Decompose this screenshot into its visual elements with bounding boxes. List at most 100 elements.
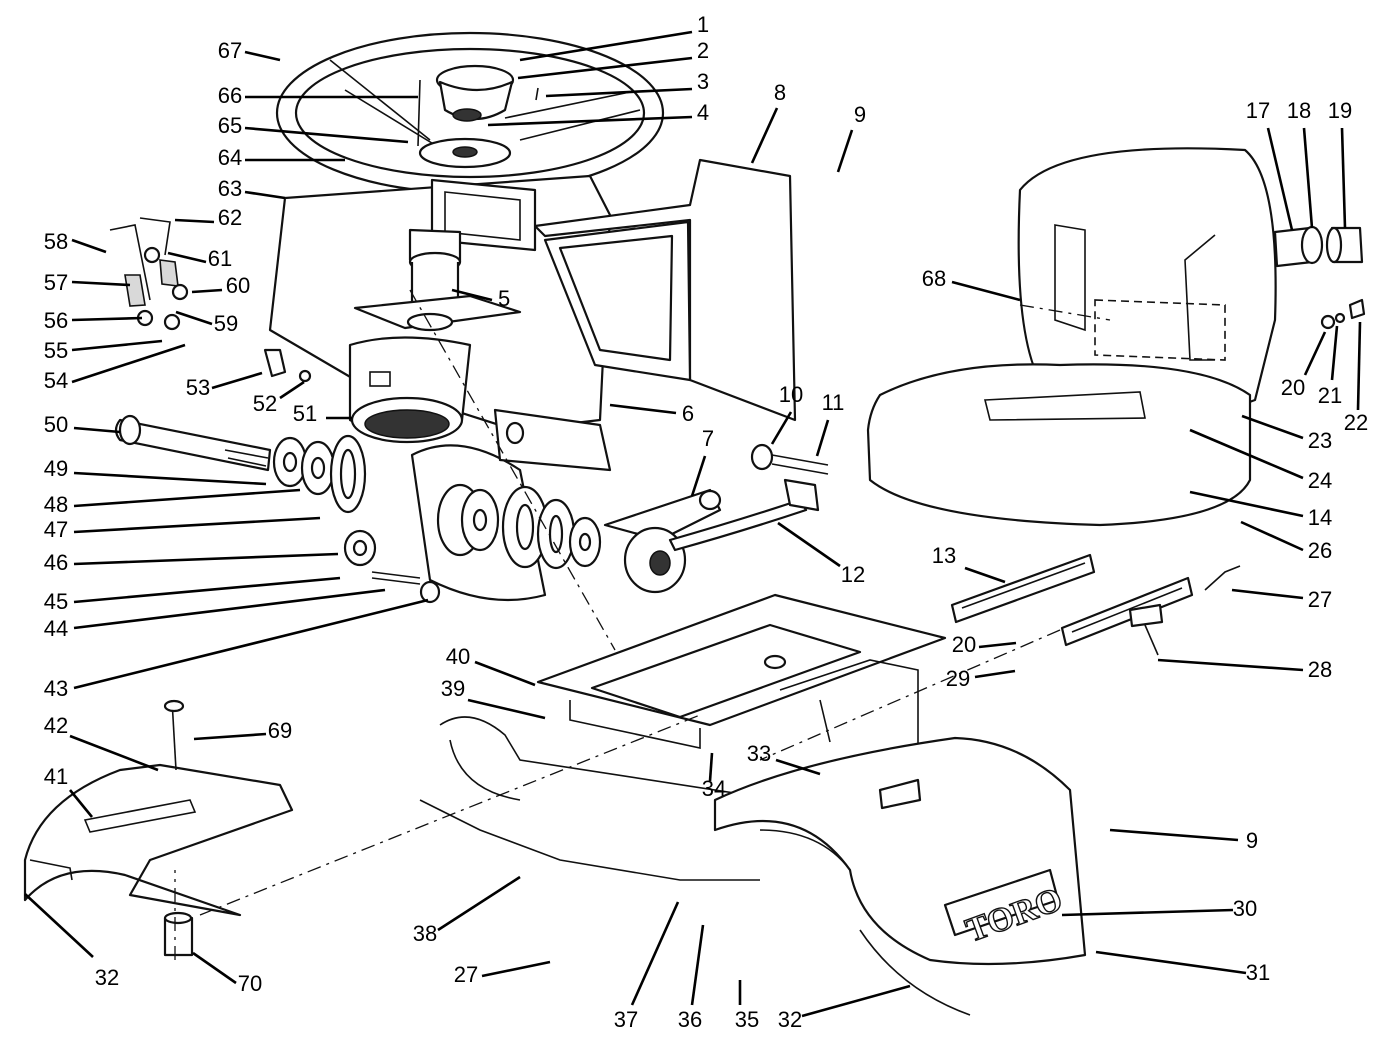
leader-line-c46 — [73, 552, 339, 566]
leader-line-c14 — [1189, 490, 1304, 518]
callout-label-c55: 55 — [44, 338, 68, 363]
leader-line-c18 — [1302, 127, 1314, 229]
leader-line-c48 — [73, 488, 301, 508]
leader-line-c68 — [951, 280, 1021, 302]
leader-line-c69 — [193, 732, 267, 741]
leader-line-c10 — [770, 411, 793, 445]
callout-label-c34: 34 — [702, 776, 726, 801]
leader-line-c23 — [1241, 414, 1304, 440]
callout-label-c10: 10 — [779, 382, 803, 407]
callout-label-c38: 38 — [413, 921, 437, 946]
leader-line-c38 — [437, 875, 521, 932]
callout-label-c42: 42 — [44, 713, 68, 738]
leader-line-c50 — [73, 426, 121, 434]
leader-line-c32a — [24, 893, 94, 958]
leader-line-c9b — [1109, 828, 1239, 842]
callout-label-c27b: 27 — [454, 962, 478, 987]
callout-label-c41: 41 — [44, 764, 68, 789]
callout-label-c32a: 32 — [95, 965, 119, 990]
callout-label-c9a: 9 — [854, 102, 866, 127]
callout-label-c11: 11 — [822, 390, 845, 415]
pivot-shaft-assembly — [114, 408, 612, 604]
leader-line-c60 — [191, 288, 223, 294]
callout-label-c1: 1 — [697, 12, 709, 37]
callout-label-c68: 68 — [922, 266, 946, 291]
callout-label-c19: 19 — [1328, 98, 1352, 123]
callout-label-c6: 6 — [682, 401, 694, 426]
leader-line-c2 — [517, 56, 693, 80]
leader-line-c22 — [1356, 321, 1362, 411]
callout-label-c39: 39 — [441, 676, 465, 701]
left-side-cover — [23, 699, 294, 957]
leader-line-c11 — [815, 419, 830, 457]
callout-label-c44: 44 — [44, 616, 68, 641]
callout-label-c12: 12 — [841, 562, 865, 587]
leader-line-c9a — [836, 129, 854, 173]
callout-label-c54: 54 — [44, 368, 68, 393]
leader-line-c57 — [71, 280, 131, 287]
callout-label-c33: 33 — [747, 741, 771, 766]
callout-label-c32b: 32 — [778, 1007, 802, 1032]
leader-line-c21 — [1330, 325, 1339, 381]
leader-line-c43 — [73, 598, 429, 690]
callout-label-c61: 61 — [208, 246, 232, 271]
callout-label-c62: 62 — [218, 205, 242, 230]
leader-line-c63 — [244, 190, 286, 200]
leader-line-c36 — [690, 924, 705, 1006]
callout-label-c18: 18 — [1287, 98, 1311, 123]
steering-column — [348, 228, 522, 444]
callout-label-c48: 48 — [44, 492, 68, 517]
leader-line-c3 — [545, 87, 693, 98]
leader-line-c61 — [167, 251, 207, 264]
leader-line-c20b — [978, 641, 1017, 649]
callout-label-c45: 45 — [44, 589, 68, 614]
leader-line-c52 — [279, 380, 305, 400]
leader-line-c32b — [801, 984, 911, 1018]
seat-plate — [536, 593, 947, 749]
leader-line-c53 — [211, 371, 263, 390]
leader-line-c49 — [73, 471, 267, 486]
callout-label-c35: 35 — [735, 1007, 759, 1032]
leader-line-c5 — [451, 288, 493, 302]
callout-label-c21: 21 — [1318, 383, 1342, 408]
leader-line-c47 — [73, 516, 321, 534]
centerline-dashes — [174, 289, 1111, 960]
callout-label-c37: 37 — [614, 1007, 638, 1032]
leader-line-c44 — [73, 588, 386, 630]
callout-label-c43: 43 — [44, 676, 68, 701]
callout-label-c36: 36 — [678, 1007, 702, 1032]
callout-label-c30: 30 — [1233, 896, 1257, 921]
callout-label-c53: 53 — [186, 375, 210, 400]
callout-label-c51: 51 — [293, 401, 317, 426]
seat — [866, 147, 1366, 527]
leader-line-c27b — [481, 960, 551, 978]
leader-line-c42 — [69, 734, 159, 772]
leader-line-c4 — [487, 115, 693, 127]
callout-label-c7: 7 — [702, 426, 714, 451]
leader-line-c7 — [690, 455, 707, 497]
callout-label-c66: 66 — [218, 83, 242, 108]
callout-label-c23: 23 — [1308, 428, 1332, 453]
callout-label-c47: 47 — [44, 517, 68, 542]
leader-line-c8 — [750, 107, 779, 164]
callout-label-c2: 2 — [697, 38, 709, 63]
leader-line-c29 — [974, 669, 1016, 679]
callout-label-c67: 67 — [218, 38, 242, 63]
leader-line-c41 — [68, 789, 94, 818]
callout-label-c57: 57 — [44, 270, 68, 295]
callout-label-c60: 60 — [226, 273, 250, 298]
callout-label-c52: 52 — [253, 391, 277, 416]
callout-label-c69: 69 — [268, 718, 292, 743]
callout-label-c17: 17 — [1246, 98, 1270, 123]
callout-label-c20b: 20 — [952, 632, 976, 657]
callout-label-c64: 64 — [218, 145, 242, 170]
seat-rails — [950, 553, 1241, 656]
leader-line-c24 — [1189, 428, 1304, 480]
leader-line-c45 — [73, 576, 341, 604]
leader-line-c65 — [244, 126, 409, 144]
callout-label-c65: 65 — [218, 113, 242, 138]
leader-line-c20a — [1303, 331, 1327, 376]
leader-line-c26 — [1240, 520, 1304, 552]
